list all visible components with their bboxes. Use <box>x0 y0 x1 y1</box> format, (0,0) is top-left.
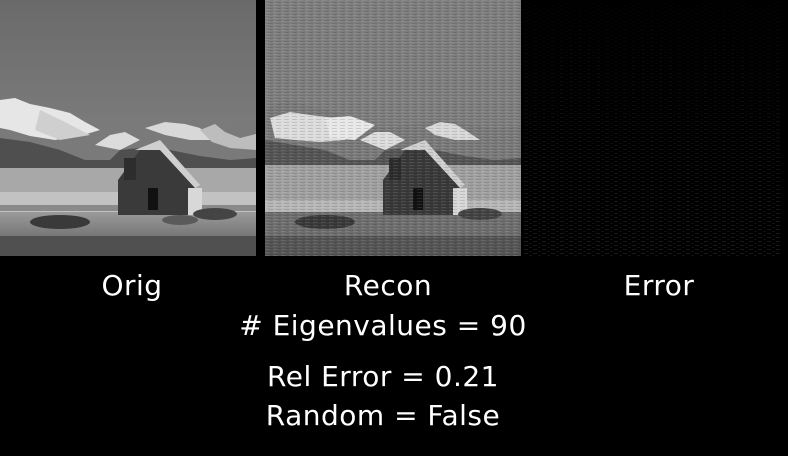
reconstruction-image <box>265 0 521 256</box>
error-image-panel <box>524 0 780 256</box>
eigenvalues-count-text: # Eigenvalues = 90 <box>239 309 527 342</box>
orig-label: Orig <box>101 269 163 302</box>
original-image <box>0 0 256 256</box>
random-flag-text: Random = False <box>265 399 501 432</box>
error-image <box>524 0 780 256</box>
reconstruction-image-panel <box>265 0 521 256</box>
error-label: Error <box>623 269 695 302</box>
recon-label: Recon <box>343 269 433 302</box>
original-image-panel <box>0 0 256 256</box>
relative-error-text: Rel Error = 0.21 <box>267 360 499 393</box>
